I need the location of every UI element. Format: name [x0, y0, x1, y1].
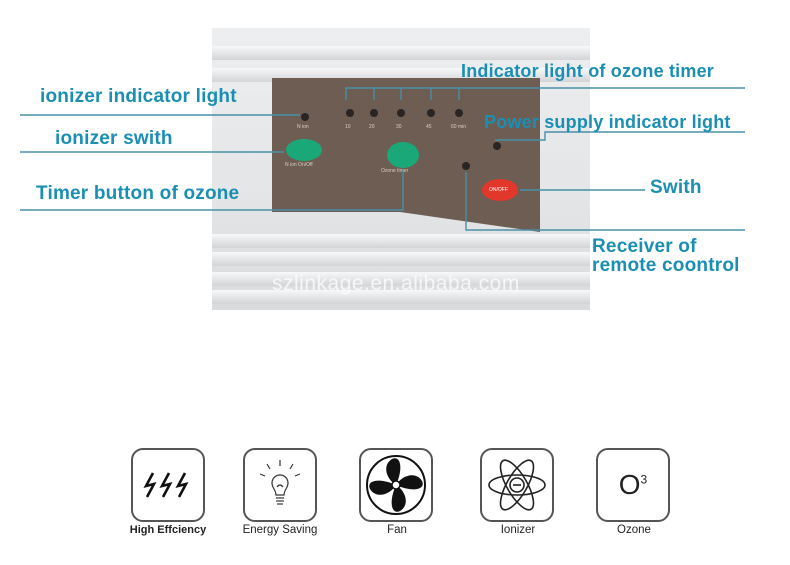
- power-led: [493, 142, 501, 150]
- feature-label-energy-saving: Energy Saving: [242, 524, 318, 536]
- vent-stripe: [212, 272, 590, 286]
- n-ion-onoff-label: N ion On/Off: [285, 162, 313, 168]
- timer-leds: [346, 109, 463, 117]
- feature-label-fan: Fan: [387, 524, 407, 536]
- ionizer-switch-button: [286, 139, 322, 161]
- ozone-timer-label: Ozone timer: [381, 168, 409, 174]
- timer-mark-30: 30: [396, 124, 402, 130]
- timer-led-30: [397, 109, 405, 117]
- receiver-callout-line2: remote coontrol: [592, 255, 740, 276]
- ionizer-light-callout: ionizer indicator light: [40, 86, 237, 107]
- switch-callout: Swith: [650, 177, 702, 198]
- vent-stripe: [212, 46, 590, 60]
- ionizer-card: [480, 448, 554, 522]
- receiver-callout-line1: Receiver of: [592, 236, 697, 257]
- fan-card: [359, 448, 433, 522]
- vent-stripe: [212, 252, 590, 266]
- energy-saving-card: [243, 448, 317, 522]
- n-ion-label: N ion: [297, 124, 309, 130]
- remote-receiver: [462, 162, 470, 170]
- masking-block: [100, 310, 780, 405]
- atom-icon: [488, 459, 546, 511]
- ozone-timer-light-callout: Indicator light of ozone timer: [461, 61, 714, 81]
- feature-label-ozone: Ozone: [617, 524, 651, 536]
- timer-led-20: [370, 109, 378, 117]
- ionizer-led: [301, 113, 309, 121]
- vent-stripe: [212, 234, 590, 248]
- high-efficiency-card: [131, 448, 205, 522]
- timer-led-60: [455, 109, 463, 117]
- fan-icon: [366, 455, 426, 515]
- ozone-card: O3: [596, 448, 670, 522]
- timer-button-callout: Timer button of ozone: [36, 183, 240, 204]
- vent-stripe: [212, 290, 590, 304]
- timer-led-45: [427, 109, 435, 117]
- feature-label-ionizer: Ionizer: [500, 524, 536, 536]
- timer-mark-60: 60 min: [451, 124, 467, 130]
- ozone-icon: O3: [618, 469, 648, 500]
- light-bulb-icon: [259, 460, 301, 505]
- power-switch-button: [482, 179, 518, 201]
- ionizer-switch-callout: ionizer swith: [55, 128, 173, 149]
- power-light-callout: Power supply indicator light: [484, 112, 731, 132]
- timer-mark-45: 45: [426, 124, 432, 130]
- timer-led-10: [346, 109, 354, 117]
- feature-label-high-efficiency: High Effciency: [129, 524, 207, 536]
- watermark: szlinkage.en.alibaba.com: [272, 272, 520, 295]
- lightning-icon: [143, 472, 189, 498]
- ozone-timer-button: [387, 142, 419, 168]
- timer-mark-20: 20: [369, 124, 375, 130]
- timer-mark-10: 10: [345, 124, 351, 130]
- onoff-button-label: ON/OFF: [489, 187, 508, 193]
